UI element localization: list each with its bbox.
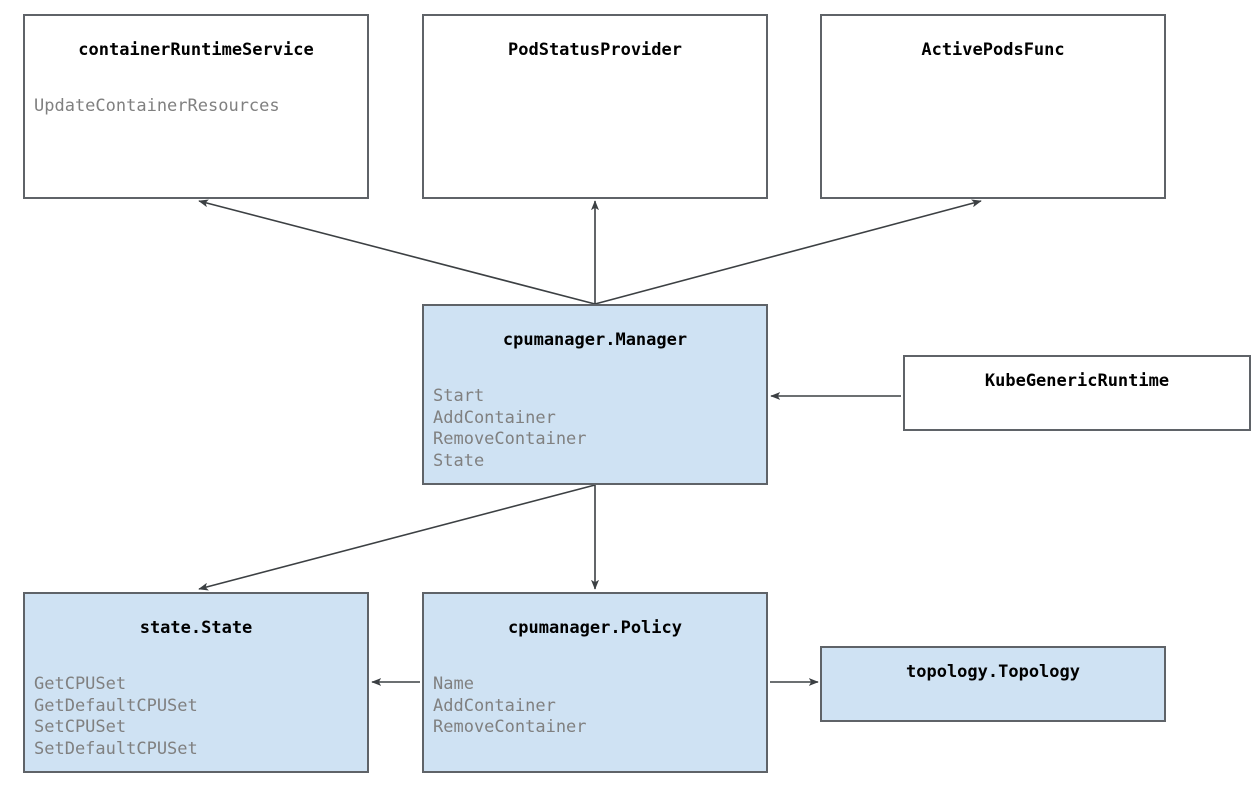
node-method: Start [433, 386, 485, 406]
node-method: AddContainer [433, 695, 556, 716]
edge-manager-to-stateState [198, 484, 596, 591]
node-method: State [433, 450, 485, 471]
node-ActivePodsFunc[interactable]: ActivePodsFunc [820, 14, 1166, 199]
node-method: Name [433, 674, 474, 694]
node-KubeGenericRuntime[interactable]: KubeGenericRuntime [903, 355, 1251, 431]
node-title: topology.Topology [906, 662, 1080, 682]
node-title: PodStatusProvider [508, 40, 682, 60]
node-method: AddContainer [433, 407, 556, 428]
node-method: GetDefaultCPUSet [34, 695, 198, 716]
node-topologyTopology[interactable]: topology.Topology [820, 646, 1166, 722]
node-title: cpumanager.Manager [502, 330, 688, 350]
node-method: RemoveContainer [433, 429, 587, 449]
node-title: containerRuntimeService [78, 40, 314, 60]
node-method: SetDefaultCPUSet [34, 738, 198, 759]
node-PodStatusProvider[interactable]: PodStatusProvider [422, 14, 768, 199]
node-title: ActivePodsFunc [921, 40, 1065, 60]
node-method: GetCPUSet [34, 674, 127, 694]
edge-manager-to-activePodsFunc [594, 199, 982, 305]
node-title: state.State [139, 618, 253, 638]
node-method: SetCPUSet [34, 717, 127, 737]
node-method-list: UpdateContainerResources [34, 96, 363, 118]
node-method: UpdateContainerResources [34, 96, 280, 116]
node-method: RemoveContainer [433, 717, 587, 737]
edge-manager-to-containerRuntimeService [198, 199, 596, 305]
node-title: KubeGenericRuntime [984, 371, 1170, 391]
node-title: cpumanager.Policy [508, 618, 682, 638]
